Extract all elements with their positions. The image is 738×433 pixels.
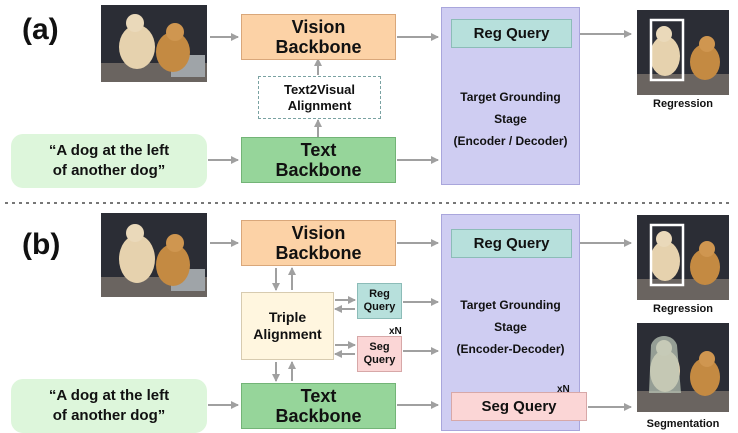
dog-photo-icon bbox=[101, 5, 207, 82]
dog-output-icon bbox=[637, 10, 729, 95]
reg-query-a: Reg Query bbox=[451, 19, 572, 48]
reg-query-b: Reg Query bbox=[451, 229, 572, 258]
reg-query-b-label: Reg Query bbox=[473, 235, 550, 252]
grounding-stage-b-label: Target Grounding Stage (Encoder-Decoder) bbox=[456, 297, 565, 356]
text-backbone-a: Text Backbone bbox=[241, 137, 396, 183]
small-seg-query-b-label: Seg Query bbox=[363, 341, 396, 366]
quote-a: “A dog at the left of another dog” bbox=[11, 134, 207, 188]
text-backbone-b: Text Backbone bbox=[241, 383, 396, 429]
output-image-b-regression bbox=[637, 215, 729, 300]
output-image-a bbox=[637, 10, 729, 95]
panel-label-a: (a) bbox=[22, 13, 59, 46]
text-backbone-b-label: Text Backbone bbox=[275, 386, 362, 426]
vision-backbone-b-label: Vision Backbone bbox=[275, 223, 362, 263]
output-caption-b-2: Segmentation bbox=[646, 418, 720, 430]
dog-photo-icon bbox=[101, 213, 207, 297]
grounding-stage-a-label: Target Grounding Stage (Encoder / Decode… bbox=[453, 90, 568, 148]
vision-backbone-b: Vision Backbone bbox=[241, 220, 396, 266]
seg-query-b: Seg Query bbox=[451, 392, 587, 421]
panel-label-b: (b) bbox=[22, 228, 61, 261]
quote-a-text: “A dog at the left of another dog” bbox=[48, 142, 170, 179]
triple-alignment-b: Triple Alignment bbox=[241, 292, 334, 360]
quote-b-text: “A dog at the left of another dog” bbox=[48, 387, 170, 424]
text2visual-alignment-a-label: Text2Visual Alignment bbox=[283, 81, 356, 113]
reg-query-a-label: Reg Query bbox=[473, 25, 550, 42]
dog-output-icon bbox=[637, 215, 729, 300]
small-reg-query-b-label: Reg Query bbox=[363, 288, 396, 313]
quote-b: “A dog at the left of another dog” bbox=[11, 379, 207, 433]
text2visual-alignment-a: Text2Visual Alignment bbox=[258, 76, 381, 119]
seg-query-b-label: Seg Query bbox=[481, 398, 557, 415]
small-reg-query-b: Reg Query bbox=[357, 283, 402, 319]
text-backbone-a-label: Text Backbone bbox=[275, 140, 362, 180]
output-image-b-segmentation bbox=[637, 323, 729, 412]
input-image-b bbox=[101, 213, 207, 297]
triple-alignment-b-label: Triple Alignment bbox=[253, 309, 322, 342]
small-xn-label: xN bbox=[389, 326, 402, 337]
output-caption-a: Regression bbox=[653, 98, 713, 110]
small-seg-query-b: Seg Query bbox=[357, 336, 402, 372]
output-caption-b-1: Regression bbox=[653, 303, 713, 315]
seg-xn-label: xN bbox=[557, 384, 570, 395]
dog-segmentation-icon bbox=[637, 323, 729, 412]
vision-backbone-a: Vision Backbone bbox=[241, 14, 396, 60]
vision-backbone-a-label: Vision Backbone bbox=[275, 17, 362, 57]
input-image-a bbox=[101, 5, 207, 82]
